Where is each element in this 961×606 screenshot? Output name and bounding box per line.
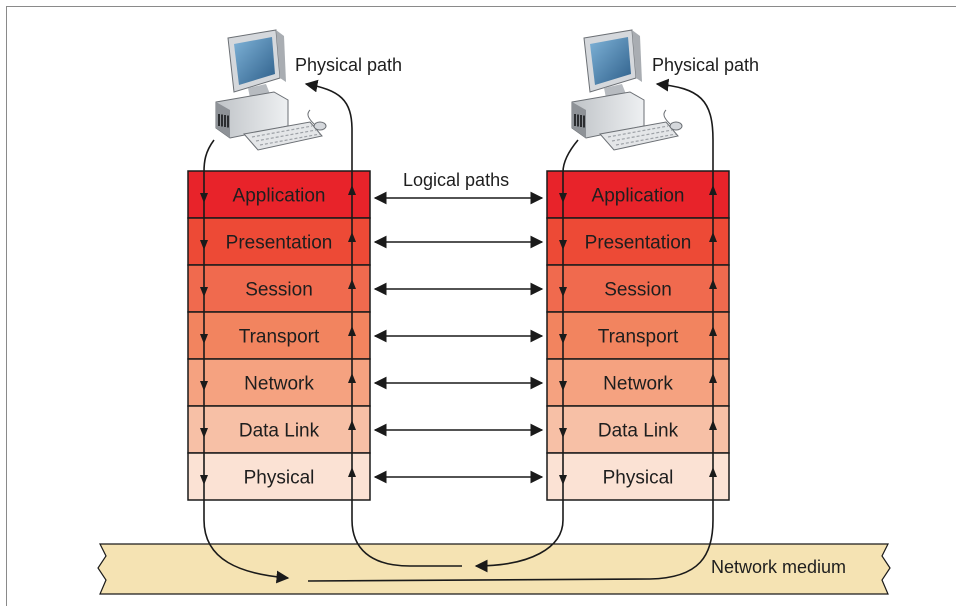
diagram-frame [6,6,956,606]
layer-box-right [546,170,730,219]
desktop-computer-icon [215,29,327,151]
layer-box-right [546,217,730,266]
physical-path-left-down [203,139,290,584]
layer-label-left: Application [233,186,326,207]
layer-label-right: Physical [603,468,674,489]
mouse [669,121,683,131]
monitor-side [276,30,286,82]
monitor-side [632,30,642,82]
layer-box-right [546,358,730,407]
layer-label-left: Session [245,280,313,301]
physical-path-label-right: Physical path [652,55,759,75]
layer-label-left: Presentation [226,233,333,254]
physical-path-left-up [304,79,353,175]
layer-label-right: Presentation [585,233,692,254]
physical-path-right-up [655,78,714,175]
layer-box-left [187,452,371,501]
monitor-screen [234,37,275,85]
physical-path-curves [203,78,714,584]
osi-stack-left: ApplicationPresentationSessionTransportN… [187,170,371,501]
keyboard-keys [251,125,313,138]
layer-label-right: Application [592,186,685,207]
mouse [313,121,327,131]
keyboard-keys [611,129,673,142]
mouse-cable [663,109,671,125]
logical-path-arrows [373,191,544,484]
network-medium-band [97,543,891,595]
keyboard-keys [607,125,669,138]
layer-label-right: Data Link [598,421,679,442]
case-vent [227,115,229,128]
case-vent [577,114,579,127]
layer-label-left: Network [244,374,314,395]
layer-label-left: Physical [244,468,315,489]
layer-label-right: Network [603,374,673,395]
layer-label-left: Transport [239,327,320,348]
layer-box-left [187,170,371,219]
layer-label-right: Transport [598,327,679,348]
layer-box-left [187,405,371,454]
case-vent [224,115,226,127]
network-medium-label: Network medium [711,557,846,577]
keyboard-keys [259,133,321,146]
case-vent [221,114,223,127]
case-vent [580,115,582,127]
layer-box-right [546,264,730,313]
case-vent [583,115,585,128]
keyboard-keys [255,129,317,142]
monitor-screen [590,37,631,85]
desktop-computer-icon [571,29,683,151]
keyboard-keys [615,133,677,146]
layer-label-left: Data Link [239,421,320,442]
physical-path-right-down [474,139,579,573]
layer-box-left [187,311,371,360]
logical-paths-label: Logical paths [403,170,509,190]
case-vent [218,114,220,126]
layer-box-right [546,452,730,501]
layer-box-right [546,311,730,360]
mouse-cable [307,109,315,125]
physical-path-label-left: Physical path [295,55,402,75]
physical-path-medium-left [351,175,462,567]
osi-stack-right: ApplicationPresentationSessionTransportN… [546,170,730,501]
layer-box-left [187,358,371,407]
physical-path-medium-right [307,175,714,582]
layer-label-right: Session [604,280,672,301]
case-vent [574,114,576,126]
